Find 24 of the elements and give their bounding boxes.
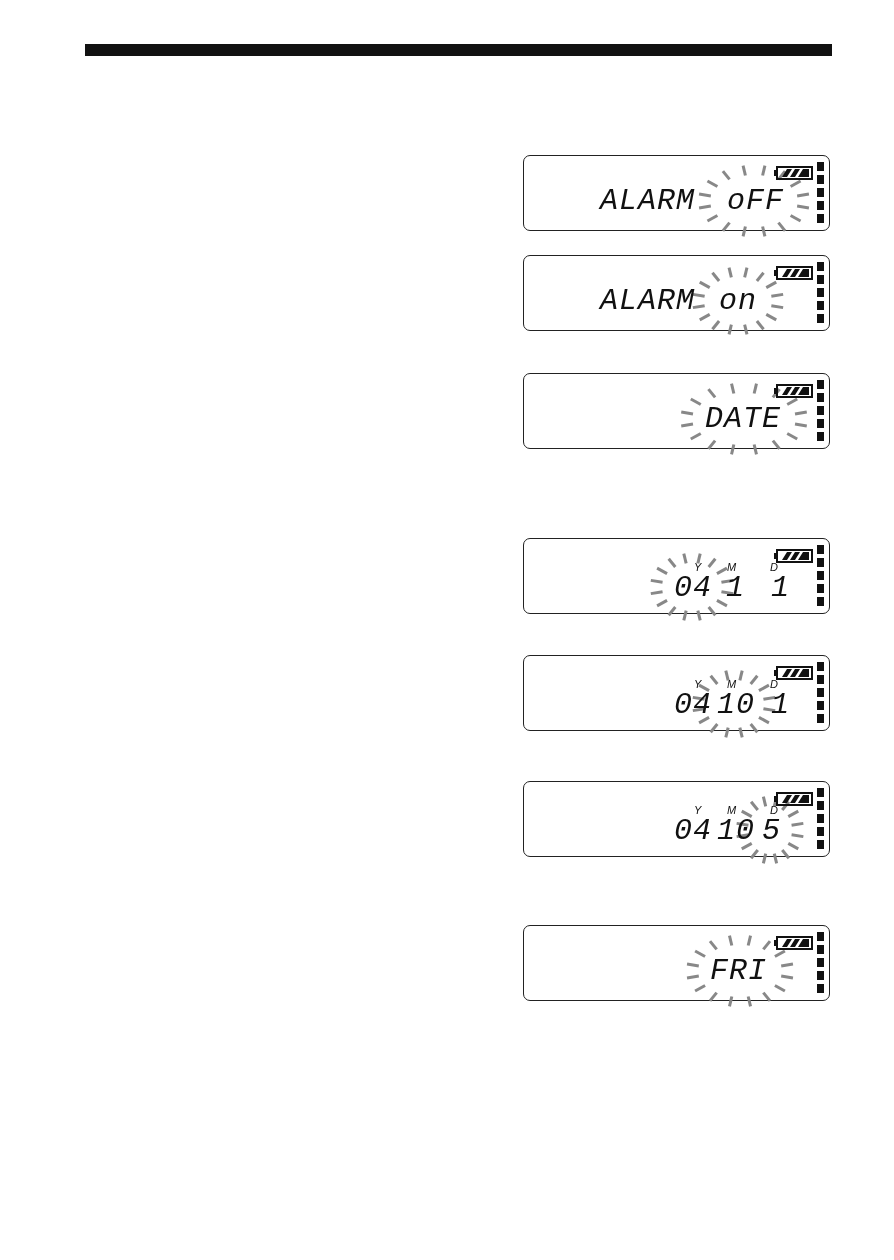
segment-text: oFF <box>727 186 784 216</box>
segment-text: 04 <box>674 690 712 720</box>
segment-text: 04 <box>674 573 712 603</box>
unit-label: D <box>770 678 778 690</box>
segment-text: 1 <box>771 573 790 603</box>
unit-label: Y <box>694 561 702 573</box>
segment-text: 10 <box>717 816 755 846</box>
unit-label: M <box>727 561 737 573</box>
segment-text: ALARM <box>600 186 695 216</box>
segment-text: 5 <box>762 816 781 846</box>
unit-label: Y <box>694 678 702 690</box>
segment-text: 10 <box>717 690 755 720</box>
unit-label: D <box>770 804 778 816</box>
unit-label: M <box>727 678 737 690</box>
segment-text: DATE <box>705 404 781 434</box>
unit-label: Y <box>694 804 702 816</box>
segment-text: 1 <box>726 573 745 603</box>
unit-label: M <box>727 804 737 816</box>
segment-text: ALARM <box>600 286 695 316</box>
segment-text: FRI <box>710 956 767 986</box>
unit-label: D <box>770 561 778 573</box>
segment-text: on <box>719 286 757 316</box>
segment-text: 1 <box>771 690 790 720</box>
segment-text: 04 <box>674 816 712 846</box>
